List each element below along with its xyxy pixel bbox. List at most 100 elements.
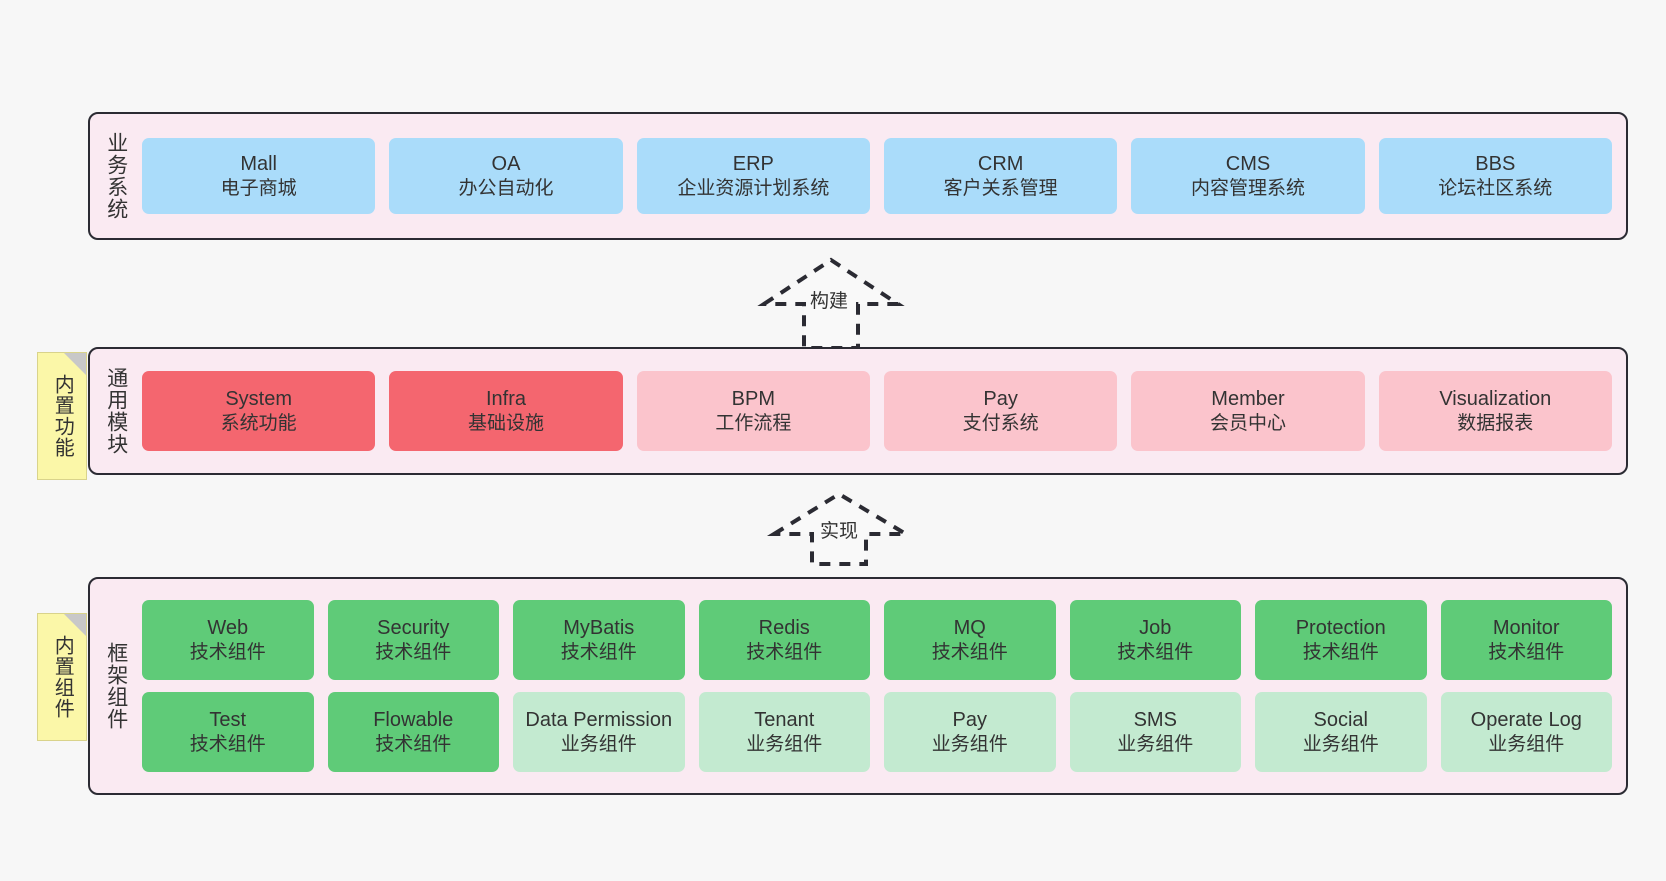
framework-component-card-subtitle: 技术组件 [560, 641, 637, 663]
framework-component-card-subtitle: 技术组件 [375, 641, 452, 663]
common-module-card-title: Pay [983, 388, 1018, 411]
framework-component-card-subtitle: 业务组件 [931, 733, 1008, 755]
implement-arrow-label: 实现 [818, 516, 861, 543]
framework-component-card-title: MQ [953, 617, 986, 640]
layer-modules-title: 通用模块 [104, 367, 128, 455]
business-system-card-title: CMS [1225, 153, 1271, 176]
framework-component-card-title: MyBatis [563, 617, 635, 640]
common-module-card-subtitle: 会员中心 [1209, 412, 1286, 434]
framework-component-card-title: Operate Log [1470, 709, 1582, 732]
business-system-card-title: OA [491, 153, 521, 176]
framework-component-card-subtitle: 技术组件 [189, 641, 266, 663]
framework-component-card-title: Protection [1295, 617, 1386, 640]
framework-component-card-title: Tenant [754, 709, 815, 732]
framework-component-card-subtitle: 技术组件 [1302, 641, 1379, 663]
framework-component-card-title: Test [209, 709, 247, 732]
framework-component-card-subtitle: 技术组件 [1117, 641, 1194, 663]
note-builtin-component-label: 内置组件 [51, 635, 74, 719]
business-system-card-subtitle: 办公自动化 [458, 177, 554, 199]
business-system-card-subtitle: 电子商城 [220, 177, 297, 199]
common-module-card-title: Visualization [1439, 388, 1552, 411]
framework-component-card-title: Pay [952, 709, 987, 732]
framework-component-card-subtitle: 业务组件 [1488, 733, 1565, 755]
layer-business-title: 业务系统 [104, 132, 128, 220]
framework-component-card-subtitle: 技术组件 [746, 641, 823, 663]
business-system-card-title: ERP [732, 153, 774, 176]
common-module-card-title: Member [1211, 388, 1285, 411]
note-builtin-function-label: 内置功能 [51, 374, 74, 458]
framework-component-card-subtitle: 业务组件 [560, 733, 637, 755]
note-builtin-component: 内置组件 [37, 613, 87, 741]
business-system-card-title: Mall [240, 153, 277, 176]
framework-component-card-subtitle: 技术组件 [189, 733, 266, 755]
common-module-card-title: BPM [731, 388, 775, 411]
common-module-card-subtitle: 数据报表 [1457, 412, 1534, 434]
business-system-card-title: CRM [977, 153, 1024, 176]
build-arrow: 构建 [756, 256, 906, 352]
business-system-card-subtitle: 客户关系管理 [943, 177, 1058, 199]
note-fold-corner-icon [64, 353, 86, 375]
note-builtin-function: 内置功能 [37, 352, 87, 480]
common-module-card-subtitle: 基础设施 [467, 412, 544, 434]
framework-component-card-title: Social [1313, 709, 1368, 732]
framework-component-card-title: Web [207, 617, 249, 640]
framework-component-card-title: Security [377, 617, 450, 640]
note-fold-corner-icon [64, 614, 86, 636]
common-module-card-subtitle: 工作流程 [715, 412, 792, 434]
business-system-card-subtitle: 内容管理系统 [1190, 177, 1305, 199]
build-arrow-label: 构建 [808, 286, 851, 313]
common-module-card-subtitle: 支付系统 [962, 412, 1039, 434]
framework-component-card-subtitle: 业务组件 [746, 733, 823, 755]
implement-arrow: 实现 [766, 490, 920, 568]
common-module-card-title: Infra [485, 388, 526, 411]
framework-component-card-title: Data Permission [525, 709, 673, 732]
framework-component-card-title: Monitor [1492, 617, 1560, 640]
framework-component-card-subtitle: 技术组件 [375, 733, 452, 755]
framework-component-card-title: SMS [1133, 709, 1177, 732]
common-module-card-title: System [225, 388, 292, 411]
business-system-card-title: BBS [1475, 153, 1516, 176]
common-module-card-subtitle: 系统功能 [220, 412, 297, 434]
framework-component-card-subtitle: 业务组件 [1302, 733, 1379, 755]
business-system-card-subtitle: 论坛社区系统 [1438, 177, 1553, 199]
business-system-card-subtitle: 企业资源计划系统 [677, 177, 830, 199]
framework-component-card-title: Redis [758, 617, 810, 640]
